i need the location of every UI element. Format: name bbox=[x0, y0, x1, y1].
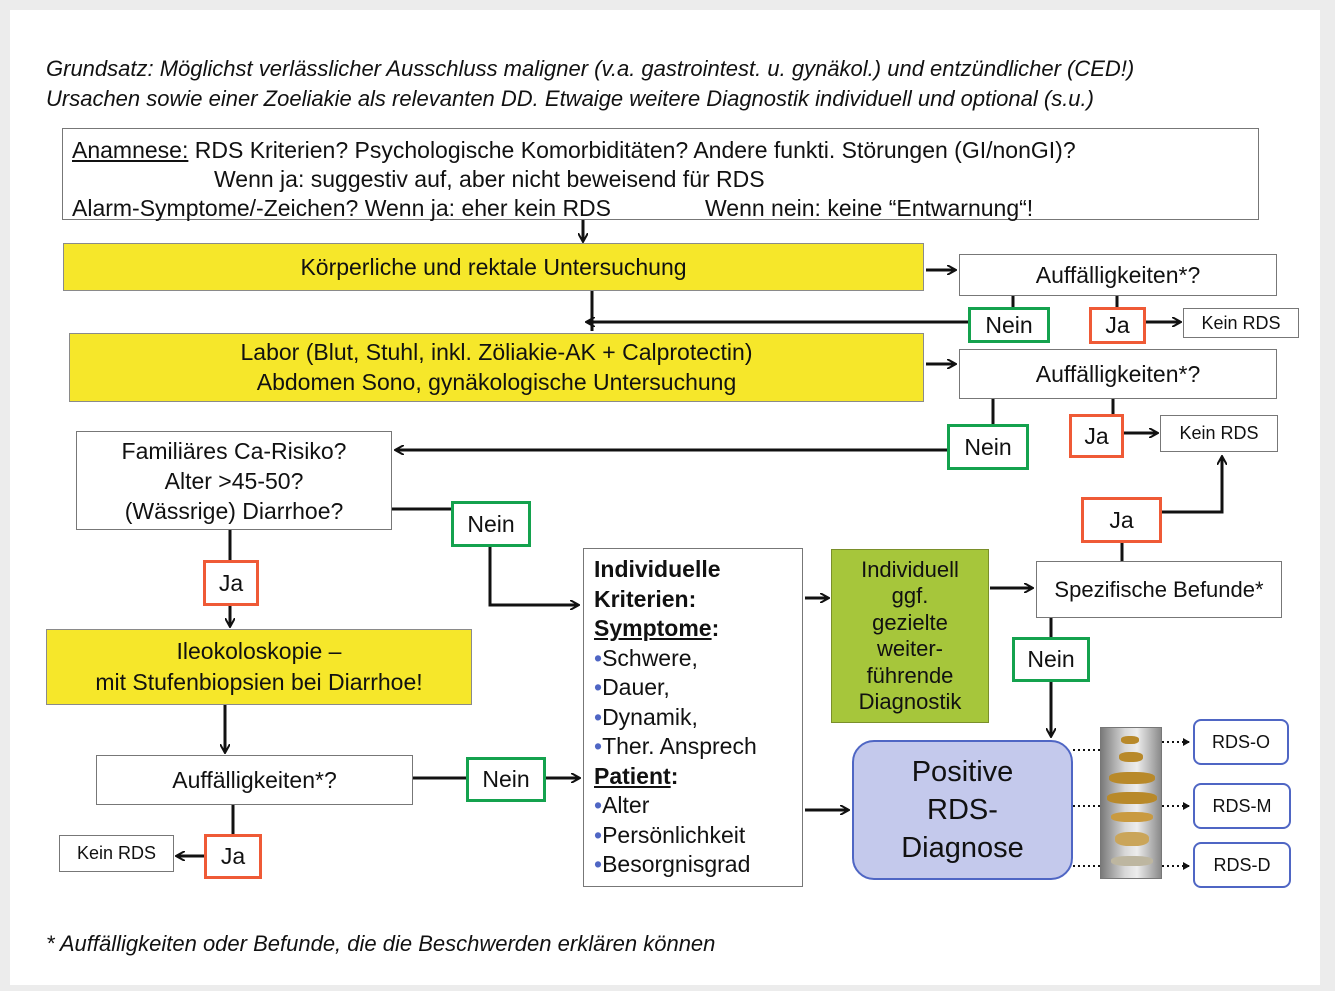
auffaelligkeiten-box-1: Auffälligkeiten*? bbox=[959, 254, 1277, 296]
ja-label-1: Ja bbox=[1089, 307, 1146, 344]
spezifische-befunde-box: Spezifische Befunde* bbox=[1036, 561, 1282, 618]
labor-line-1: Labor (Blut, Stuhl, inkl. Zöliakie-AK + … bbox=[240, 339, 753, 365]
anamnese-line-2: Wenn ja: suggestiv auf, aber nicht bewei… bbox=[214, 166, 765, 192]
symptom-dauer: Dauer, bbox=[602, 674, 670, 700]
symptom-dynamik: Dynamik, bbox=[602, 703, 698, 730]
nein-label-2: Nein bbox=[947, 424, 1029, 470]
individuell-line-5: führende bbox=[866, 662, 954, 688]
labor-line-2: Abdomen Sono, gynäkologische Untersuchun… bbox=[256, 369, 737, 395]
anamnese-box: Anamnese: RDS Kriterien? Psychologische … bbox=[62, 128, 1259, 221]
rds-m-box: RDS-M bbox=[1193, 783, 1291, 829]
individuell-line-2: ggf. bbox=[891, 583, 929, 608]
positive-line-2: RDS- bbox=[927, 794, 998, 826]
nein-label-1: Nein bbox=[968, 307, 1050, 343]
individuell-line-3: gezielte bbox=[872, 609, 948, 635]
anamnese-line-3b: Wenn nein: keine “Entwarnung“! bbox=[705, 195, 1034, 221]
auffaelligkeiten-box-3: Auffälligkeiten*? bbox=[96, 755, 413, 805]
arrow-nein3-kriterien bbox=[488, 547, 578, 605]
familiaer-line-3: (Wässrige) Diarrhoe? bbox=[124, 497, 344, 524]
kriterien-title-2: Kriterien: bbox=[594, 585, 697, 612]
patient-heading: Patient bbox=[594, 762, 671, 789]
individuell-line-4: weiter- bbox=[876, 636, 943, 661]
symptom-schwere: Schwere, bbox=[602, 644, 698, 671]
patient-alter: Alter bbox=[602, 792, 650, 818]
kein-rds-box-2: Kein RDS bbox=[1160, 415, 1278, 452]
familiaer-line-2: Alter >45-50? bbox=[164, 467, 304, 494]
rds-o-box: RDS-O bbox=[1193, 719, 1289, 765]
kein-rds-box-3: Kein RDS bbox=[59, 835, 174, 872]
labor-box: Labor (Blut, Stuhl, inkl. Zöliakie-AK + … bbox=[69, 333, 924, 402]
patient-persoenlichkeit: Persönlichkeit bbox=[602, 821, 746, 848]
ja-label-2: Ja bbox=[1069, 414, 1124, 458]
kriterien-title-1: Individuelle bbox=[594, 556, 721, 582]
koerperliche-untersuchung-box: Körperliche und rektale Untersuchung bbox=[63, 243, 924, 291]
positive-rds-diagnose-box: Positive RDS- Diagnose bbox=[852, 740, 1073, 880]
ileo-line-1: Ileokoloskopie – bbox=[176, 638, 342, 664]
positive-line-3: Diagnose bbox=[901, 832, 1024, 864]
header-line-1: Grundsatz: Möglichst verlässlicher Aussc… bbox=[46, 56, 1135, 81]
auffaelligkeiten-box-2: Auffälligkeiten*? bbox=[959, 349, 1277, 399]
ileokoloskopie-box: Ileokoloskopie – mit Stufenbiopsien bei … bbox=[46, 629, 472, 705]
stool-scale-image bbox=[1100, 727, 1162, 879]
ja-label-4: Ja bbox=[1081, 497, 1162, 543]
familiaer-line-1: Familiäres Ca-Risiko? bbox=[121, 437, 347, 464]
rds-d-box: RDS-D bbox=[1193, 842, 1291, 888]
nein-label-3: Nein bbox=[451, 501, 531, 547]
footnote: * Auffälligkeiten oder Befunde, die die … bbox=[46, 931, 716, 956]
individuelle-kriterien-box: Individuelle Kriterien: Symptome: •Schwe… bbox=[583, 548, 803, 887]
nein-label-4: Nein bbox=[1012, 637, 1090, 682]
individuell-line-6: Diagnostik bbox=[858, 689, 962, 714]
positive-line-1: Positive bbox=[911, 756, 1014, 788]
symptome-heading: Symptome bbox=[594, 615, 712, 641]
kein-rds-box-1: Kein RDS bbox=[1183, 308, 1299, 338]
ileo-line-2: mit Stufenbiopsien bei Diarrhoe! bbox=[95, 669, 423, 695]
anamnese-line-3a: Alarm-Symptome/-Zeichen? Wenn ja: eher k… bbox=[72, 195, 612, 221]
individuell-line-1: Individuell bbox=[861, 556, 959, 582]
individuelle-diagnostik-box: Individuell ggf. gezielte weiter- führen… bbox=[831, 549, 989, 723]
anamnese-line-1: RDS Kriterien? Psychologische Komorbidit… bbox=[188, 137, 1076, 163]
header-line-2: Ursachen sowie einer Zoeliakie als relev… bbox=[46, 86, 1094, 111]
ja-label-5: Ja bbox=[204, 834, 262, 879]
patient-besorgnisgrad: Besorgnisgrad bbox=[602, 851, 751, 877]
ja-label-3: Ja bbox=[203, 560, 259, 606]
symptom-ther-ansprech: Ther. Ansprech bbox=[602, 733, 757, 759]
nein-label-5: Nein bbox=[466, 757, 546, 802]
anamnese-label: Anamnese: bbox=[72, 137, 189, 163]
arrow-ja4-keinrds2 bbox=[1162, 457, 1222, 514]
familiaeres-risiko-box: Familiäres Ca-Risiko? Alter >45-50? (Wäs… bbox=[76, 431, 392, 530]
